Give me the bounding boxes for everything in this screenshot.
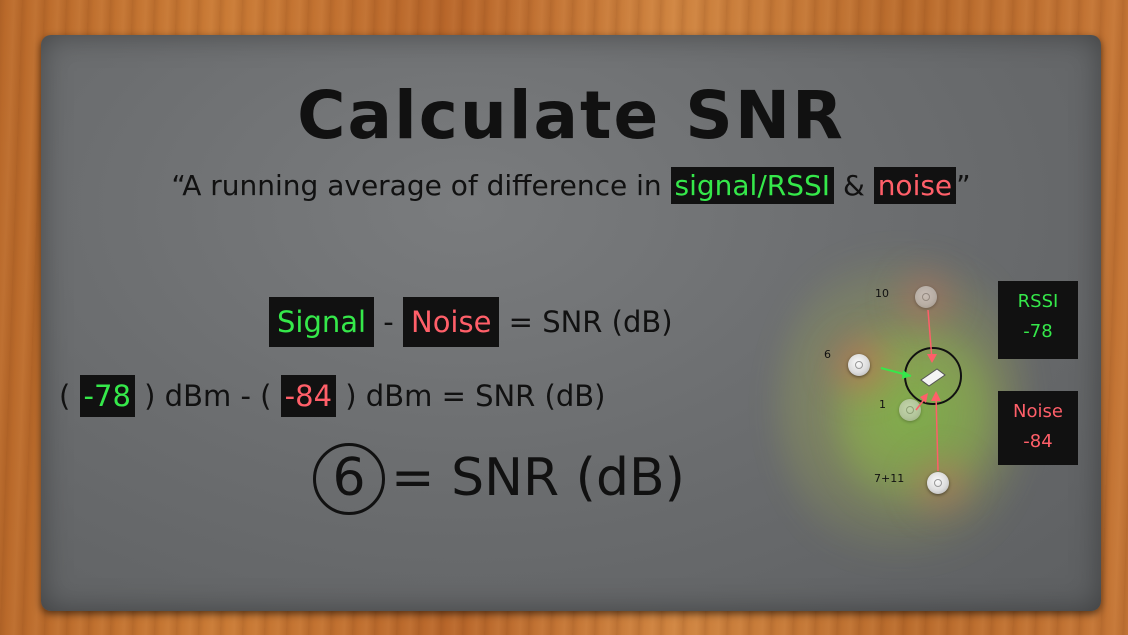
quote-close: ” (956, 169, 971, 202)
equation-mid: ) dBm - ( (134, 379, 281, 413)
minus-sign: - (374, 305, 403, 339)
signal-value-box: -78 (79, 375, 135, 417)
access-point-1-icon (899, 399, 921, 421)
signal-arrow-head (902, 370, 911, 379)
equation-result: 6= SNR (dB) (313, 443, 685, 515)
quote-noise-tag: noise (873, 167, 957, 204)
channel-label-6: 6 (824, 348, 831, 361)
access-point-6-icon (848, 354, 870, 376)
noise-arrow-top-head (927, 354, 937, 363)
equation-rest: = SNR (dB) (499, 305, 673, 339)
noise-box: Noise (403, 297, 500, 347)
open-paren: ( (59, 379, 80, 413)
noise-arrow-left-head (920, 393, 928, 403)
quote-text-start: “A running average of difference in (171, 169, 671, 202)
signal-box: Signal (269, 297, 375, 347)
noise-value-box: -84 (280, 375, 337, 417)
noise-value: -84 (1023, 431, 1053, 452)
page-title: Calculate SNR (297, 77, 845, 154)
noise-arrow-bottom-head (931, 391, 941, 401)
equation-formula: Signal - Noise = SNR (dB) (269, 297, 673, 347)
access-point-7-11-icon (927, 472, 949, 494)
noise-box-diagram: Noise -84 (998, 391, 1078, 465)
rssi-value: -78 (1023, 321, 1053, 342)
quote-definition: “A running average of difference in sign… (41, 167, 1101, 204)
quote-amp: & (834, 169, 874, 202)
rssi-label: RSSI (1017, 291, 1059, 312)
channel-label-7-11: 7+11 (874, 472, 905, 485)
access-point-10-icon (915, 286, 937, 308)
channel-label-1: 1 (879, 398, 886, 411)
noise-label: Noise (1013, 401, 1063, 422)
noise-arrow-bottom (935, 394, 939, 472)
channel-label-10: 10 (875, 287, 889, 300)
laptop-icon (920, 368, 946, 387)
result-text: = SNR (dB) (391, 448, 685, 508)
diagram-overlay (880, 309, 962, 472)
noise-arrow-top (927, 309, 933, 361)
rssi-box: RSSI -78 (998, 281, 1078, 359)
quote-signal-tag: signal/RSSI (670, 167, 835, 204)
equation-end: ) dBm = SNR (dB) (336, 379, 606, 413)
equation-values: ( -78 ) dBm - ( -84 ) dBm = SNR (dB) (59, 375, 606, 417)
chalkboard: Calculate SNR “A running average of diff… (41, 35, 1101, 611)
result-circle: 6 (313, 443, 385, 515)
